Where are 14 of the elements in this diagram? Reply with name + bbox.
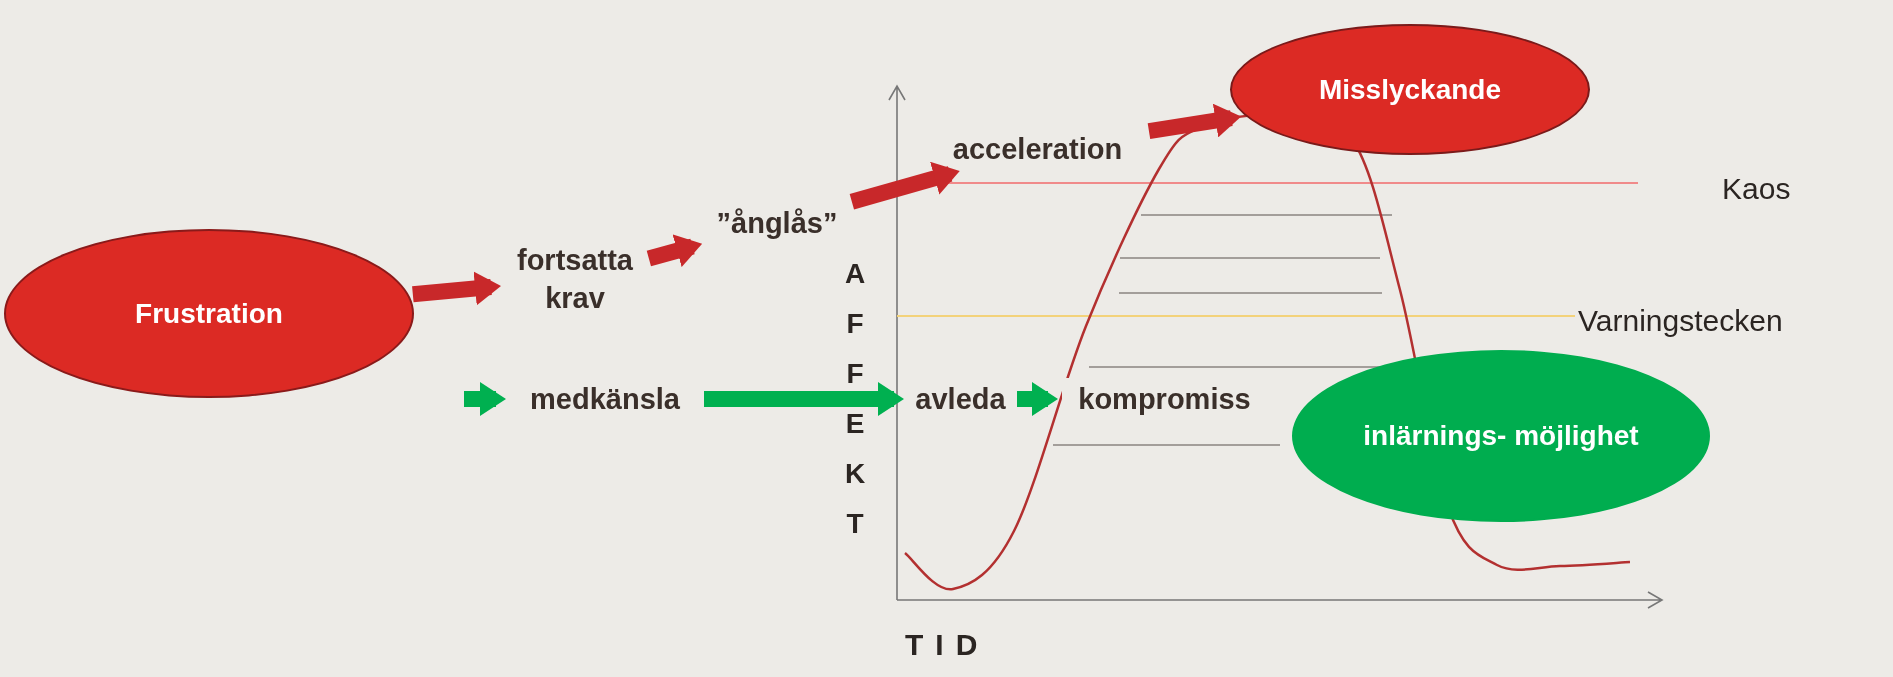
block-arrow	[646, 234, 703, 268]
block-arrow	[1147, 103, 1242, 140]
zone-label: Varningstecken	[1578, 304, 1783, 338]
zone-label: Kaos	[1722, 172, 1791, 206]
ellipse-node: Misslyckande	[1230, 24, 1590, 155]
block-arrow	[704, 382, 904, 416]
axis-label: AFFEKT	[843, 257, 867, 541]
block-arrow	[464, 382, 506, 416]
block-arrow	[1017, 382, 1058, 416]
axis-label: TID	[905, 628, 990, 662]
block-arrow	[412, 271, 501, 306]
ellipse-node: Frustration	[4, 229, 414, 398]
ellipse-node: inlärnings- möjlighet	[1292, 350, 1710, 522]
block-arrow	[849, 161, 960, 210]
